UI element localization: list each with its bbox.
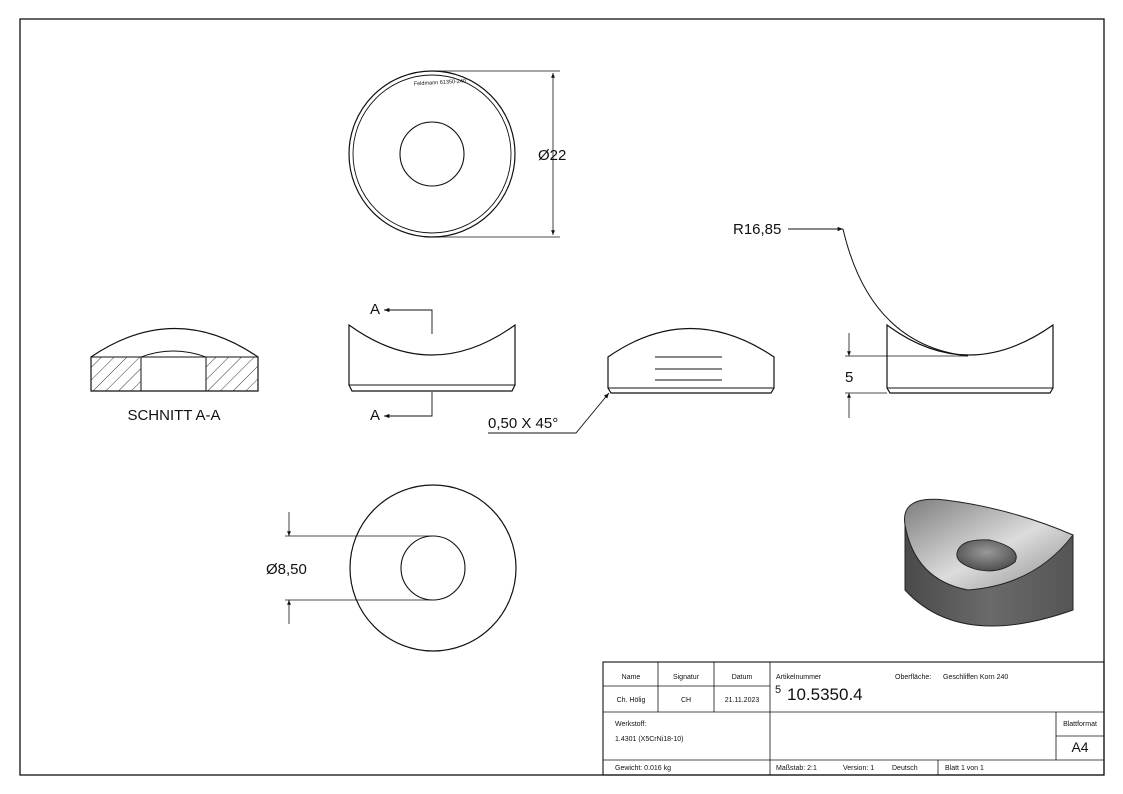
tb-header-signature: Signatur	[673, 674, 700, 681]
chamfer-leader	[488, 392, 610, 434]
cut-line-top	[384, 307, 433, 334]
side-cut-outline	[348, 323, 516, 392]
top-view: Feldmann 61350-240 Ø22	[348, 70, 566, 238]
isometric-render	[904, 498, 1074, 627]
front-outline	[607, 327, 775, 394]
tb-date-value: 21.11.2023	[725, 697, 760, 704]
section-hatch-right	[206, 357, 258, 391]
diameter-8-label: Ø8,50	[266, 561, 307, 578]
cut-label-bottom: A	[370, 407, 380, 424]
tb-article-number: 10.5350.4	[787, 685, 863, 704]
tb-header-name: Name	[622, 674, 641, 681]
bottom-hole-circle	[400, 535, 466, 601]
cut-label-top: A	[370, 301, 380, 318]
section-hatch-left	[91, 357, 141, 391]
side-view-front: 0,50 X 45°	[488, 327, 775, 434]
bottom-view: Ø8,50	[266, 484, 517, 652]
height-label: 5	[845, 369, 853, 386]
tb-weight: Gewicht: 0.016 kg	[615, 765, 671, 772]
section-caption: SCHNITT A-A	[127, 407, 220, 424]
tb-scale: Maßstab: 2:1	[776, 765, 817, 772]
tb-sheet-format-value: A4	[1071, 739, 1088, 755]
sheet-border	[19, 18, 1105, 776]
top-outer-circle	[348, 70, 516, 238]
cut-line-bottom	[384, 392, 433, 419]
tb-header-date: Datum	[732, 674, 753, 681]
tb-signature-value: CH	[681, 697, 691, 704]
tb-version: Version: 1	[843, 765, 874, 772]
render-hole	[956, 539, 1017, 572]
section-outline	[90, 327, 259, 392]
diameter-22-label: Ø22	[538, 147, 566, 164]
top-hole-circle	[399, 121, 465, 187]
side-view-cut: A A	[348, 301, 516, 424]
tb-article-prefix: 5	[775, 684, 781, 696]
title-block-frame	[602, 661, 1105, 776]
top-chamfer-circle	[352, 74, 512, 234]
radius-arc	[842, 228, 969, 357]
radius-label: R16,85	[733, 221, 781, 238]
section-view: SCHNITT A-A	[90, 327, 259, 424]
tb-sheet-format-label: Blattformat	[1063, 721, 1097, 728]
tb-material-label: Werkstoff:	[615, 721, 646, 728]
side-view-radius: R16,85 5	[733, 221, 1054, 418]
chamfer-label: 0,50 X 45°	[488, 415, 558, 432]
tb-language: Deutsch	[892, 765, 918, 772]
tb-name-value: Ch. Hölig	[617, 697, 646, 704]
title-block: Name Signatur Datum Ch. Hölig CH 21.11.2…	[602, 661, 1105, 776]
tb-article-label: Artikelnummer	[776, 674, 822, 681]
tb-sheet: Blatt 1 von 1	[945, 765, 984, 772]
tb-surface-label: Oberfläche:	[895, 674, 931, 681]
engraving-text: Feldmann 61350-240	[414, 79, 467, 88]
section-hole-arc	[140, 350, 207, 358]
bottom-outer-circle	[349, 484, 517, 652]
tb-surface-value: Geschliffen Korn 240	[943, 674, 1008, 681]
curved-outline	[886, 323, 1054, 394]
tb-material-value: 1.4301 (X5CrNi18-10)	[615, 736, 683, 743]
